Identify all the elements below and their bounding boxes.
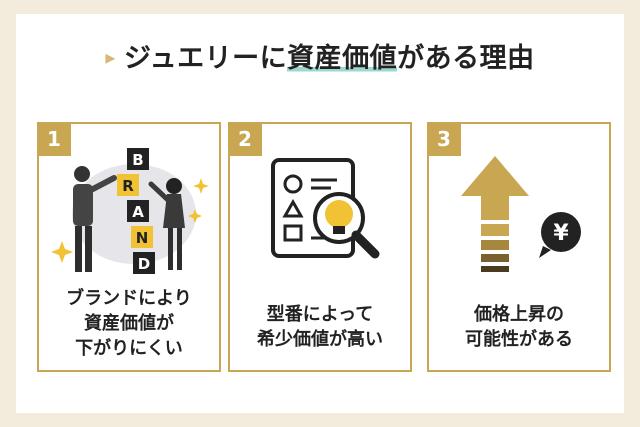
title-prefix: ジュエリーに — [123, 43, 288, 74]
card-line: 資産価値が — [84, 313, 174, 334]
brand-block-r: R — [117, 174, 139, 196]
brand-block-n: N — [131, 226, 153, 248]
card-description: 価格上昇の 可能性がある — [429, 302, 609, 352]
card-line: 価格上昇の — [474, 304, 564, 325]
brand-block-b: B — [127, 148, 149, 170]
card-line: 型番によって — [266, 304, 374, 325]
svg-text:A: A — [132, 203, 144, 221]
chevron-right-icon: ▸ — [105, 45, 116, 69]
reason-card-3: 3 ¥ 価格上昇の 可能性がある — [427, 122, 611, 372]
reason-card-2: 2 型番によって 希少価値が高い — [228, 122, 412, 372]
title-suffix: がある理由 — [397, 43, 535, 74]
card-description: ブランドにより 資産価値が 下がりにくい — [39, 286, 219, 361]
card-line: 希少価値が高い — [257, 329, 383, 350]
card-line: ブランドにより — [66, 288, 192, 309]
card-description: 型番によって 希少価値が高い — [230, 302, 410, 352]
reason-card-1: 1 B R A N — [37, 122, 221, 372]
card-number-badge: 3 — [427, 122, 461, 156]
brand-block-d: D — [133, 252, 155, 274]
yen-icon — [541, 212, 581, 252]
price-rise-illustration: ¥ — [461, 156, 581, 272]
page-title: ▸ ジュエリーに資産価値がある理由 — [0, 36, 640, 75]
card-line: 下がりにくい — [75, 338, 183, 359]
brand-block-a: A — [127, 200, 149, 222]
svg-text:¥: ¥ — [553, 221, 569, 246]
card-line: 可能性がある — [465, 329, 573, 350]
search-idea-illustration — [271, 158, 380, 259]
card-number-badge: 1 — [37, 122, 71, 156]
card-number-badge: 2 — [228, 122, 262, 156]
svg-text:B: B — [132, 151, 143, 169]
svg-text:R: R — [122, 177, 134, 195]
svg-text:N: N — [136, 229, 149, 247]
title-highlight: 資産価値 — [287, 43, 398, 74]
brand-illustration: B R A N D — [51, 148, 209, 274]
svg-text:D: D — [138, 255, 150, 273]
